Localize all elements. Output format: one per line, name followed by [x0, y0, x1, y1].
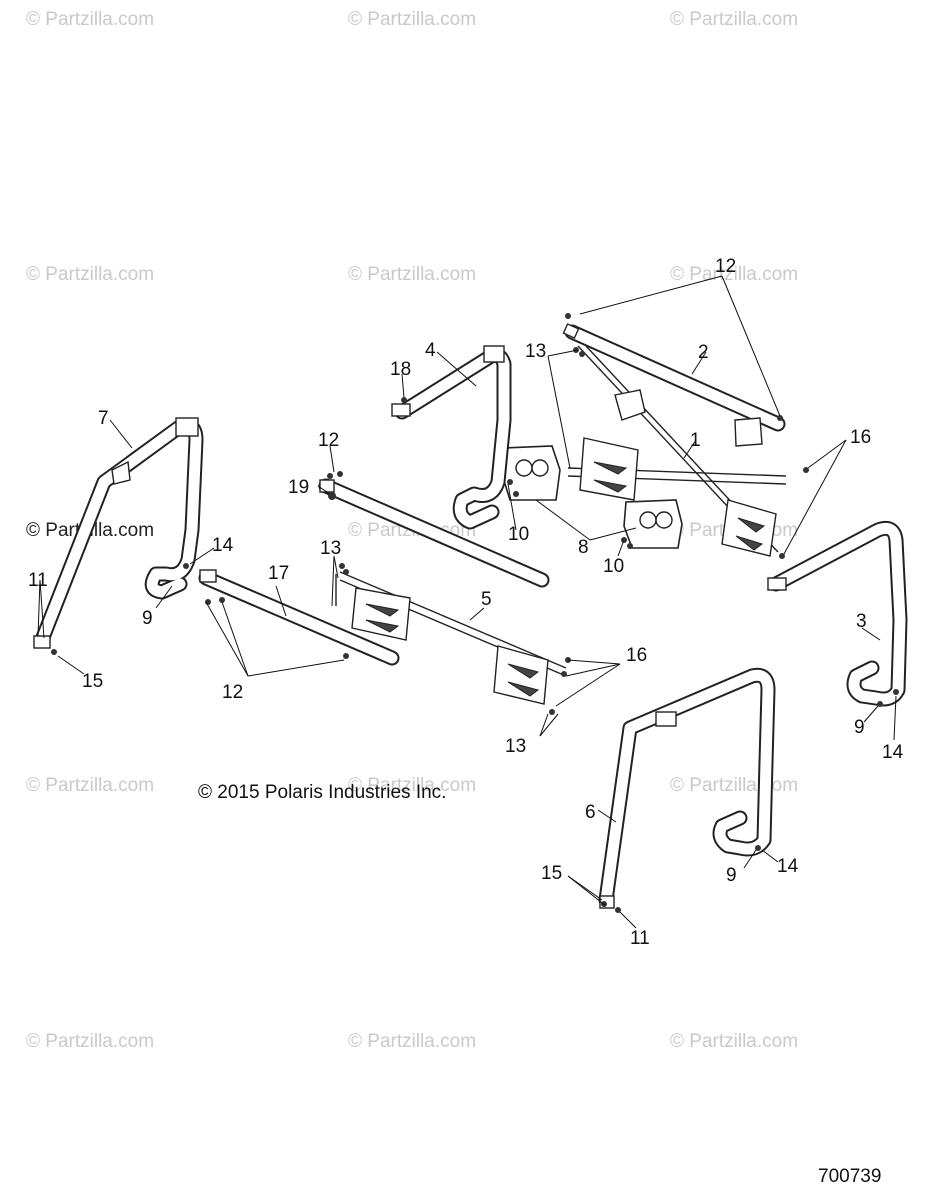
callout-17: 17 — [268, 563, 289, 584]
callout-13: 13 — [320, 538, 341, 559]
callout-16: 16 — [626, 645, 647, 666]
part-8-lights — [501, 445, 683, 549]
callout-19: 19 — [288, 477, 309, 498]
callout-1: 1 — [690, 430, 701, 451]
callout-12: 12 — [715, 256, 736, 277]
callout-11: 11 — [28, 570, 48, 591]
part-3-rollbar — [767, 520, 908, 707]
callout-10: 10 — [508, 524, 529, 545]
callout-14: 14 — [882, 742, 904, 763]
figure-number: 700739 — [818, 1166, 881, 1187]
leader-lines — [37, 275, 897, 929]
part-5-frame — [335, 571, 567, 705]
callout-13: 13 — [505, 736, 526, 757]
fasteners — [51, 313, 899, 913]
watermark: © Partzilla.com — [670, 9, 798, 30]
part-7-rollbar — [33, 417, 204, 649]
callout-16: 16 — [850, 427, 871, 448]
watermark: © Partzilla.com — [26, 1031, 154, 1052]
watermark: © Partzilla.com — [348, 1031, 476, 1052]
callout-9: 9 — [726, 865, 737, 886]
callout-13: 13 — [525, 341, 546, 362]
callout-8: 8 — [578, 537, 589, 558]
watermark: © Partzilla.com — [26, 775, 154, 796]
callout-12: 12 — [222, 682, 243, 703]
callout-15: 15 — [541, 863, 562, 884]
callout-9: 9 — [854, 717, 865, 738]
watermark: © Partzilla.com — [670, 264, 798, 285]
callout-5: 5 — [481, 589, 492, 610]
callout-2: 2 — [698, 342, 709, 363]
copyright-notice: © 2015 Polaris Industries Inc. — [198, 782, 446, 803]
watermark: © Partzilla.com — [348, 264, 476, 285]
callout-7: 7 — [98, 408, 109, 429]
callout-11: 11 — [630, 928, 650, 949]
watermark: © Partzilla.com — [670, 1031, 798, 1052]
callout-14: 14 — [777, 856, 799, 877]
callout-15: 15 — [82, 671, 103, 692]
part-17-crossbar — [198, 569, 400, 666]
part-4-rollbar — [391, 345, 512, 530]
callout-10: 10 — [603, 556, 624, 577]
part-2-crossbar — [562, 323, 786, 432]
watermark: © Partzilla.com — [348, 775, 476, 796]
callout-12: 12 — [318, 430, 339, 451]
watermark: © Partzilla.com — [26, 264, 154, 285]
callout-14: 14 — [212, 535, 234, 556]
callout-4: 4 — [425, 340, 436, 361]
callouts: 12 4 13 2 18 1 16 7 12 19 10 8 10 14 13 … — [28, 256, 904, 949]
watermark: © Partzilla.com — [348, 9, 476, 30]
callout-18: 18 — [390, 359, 411, 380]
part-1-frame — [567, 345, 787, 557]
watermark: © Partzilla.com — [26, 9, 154, 30]
part-19-crossbar — [318, 478, 550, 588]
callout-9: 9 — [142, 608, 153, 629]
callout-3: 3 — [856, 611, 867, 632]
watermark: © Partzilla.com — [670, 775, 798, 796]
callout-6: 6 — [585, 802, 596, 823]
